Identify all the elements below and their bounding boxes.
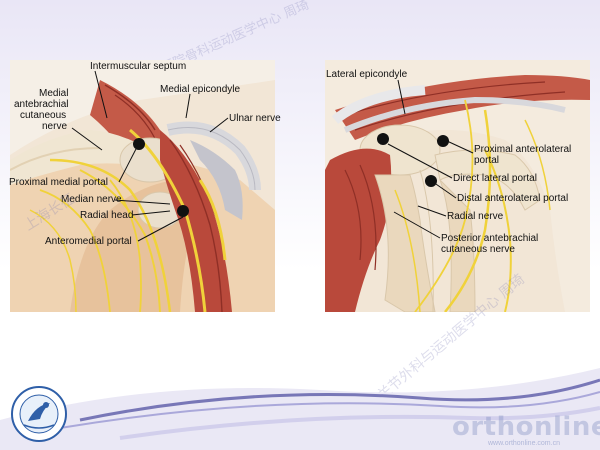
- label-anteromedial-portal: Anteromedial portal: [45, 236, 132, 247]
- label-proximal-anterolateral-1: Proximal anterolateral: [474, 144, 572, 155]
- label-intermuscular-septum: Intermuscular septum: [90, 61, 187, 72]
- label-medial-antebrachial-2: antebrachial: [14, 99, 69, 110]
- label-posterior-antebrachial-1: Posterior antebrachial: [441, 233, 539, 244]
- label-radial-nerve: Radial nerve: [447, 211, 504, 222]
- label-direct-lateral-portal: Direct lateral portal: [453, 173, 537, 184]
- label-proximal-anterolateral-2: portal: [474, 155, 500, 166]
- label-radial-head: Radial head: [80, 210, 134, 221]
- orthonline-url: www.orthonline.com.cn: [488, 440, 560, 447]
- label-medial-antebrachial-4: nerve: [42, 121, 68, 132]
- label-posterior-antebrachial-2: cutaneous nerve: [441, 244, 515, 255]
- label-distal-anterolateral-portal: Distal anterolateral portal: [457, 193, 569, 204]
- label-median-nerve: Median nerve: [61, 194, 122, 205]
- label-medial-epicondyle: Medial epicondyle: [160, 84, 241, 95]
- orthonline-brand: orthonline: [452, 412, 600, 442]
- label-medial-antebrachial-3: cutaneous: [20, 110, 67, 121]
- label-medial-antebrachial-1: Medial: [39, 88, 69, 99]
- hospital-logo: [11, 386, 67, 442]
- label-lateral-epicondyle: Lateral epicondyle: [326, 69, 408, 80]
- decorative-swoosh: [0, 368, 600, 450]
- lateral-elbow-illustration: [325, 60, 590, 312]
- label-proximal-medial-portal: Proximal medial portal: [9, 177, 108, 188]
- label-ulnar-nerve: Ulnar nerve: [229, 113, 281, 124]
